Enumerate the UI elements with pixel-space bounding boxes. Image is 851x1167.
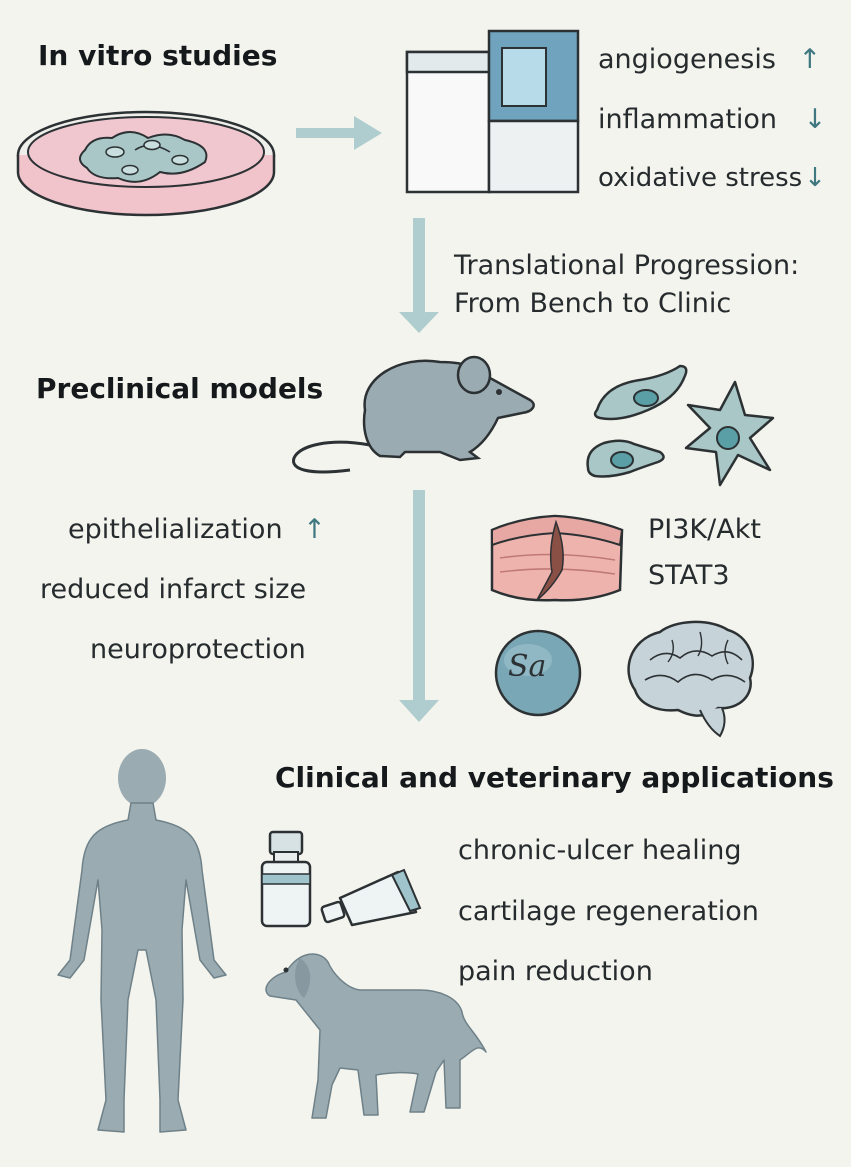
- assay-panel-icon: [405, 29, 580, 194]
- in-vitro-title: In vitro studies: [38, 39, 278, 72]
- sphere-icon: [494, 629, 582, 717]
- brain-icon: [627, 620, 755, 738]
- cell-icon: [586, 439, 665, 478]
- application-chronic-ulcer-healing: chronic-ulcer healing: [458, 835, 742, 866]
- flow-arrow-icon: [296, 116, 382, 150]
- effect-label: oxidative stress: [598, 163, 803, 193]
- cell-icon: [684, 380, 775, 487]
- effect-oxidative-stress: oxidative stress↓: [598, 163, 826, 194]
- outcome-reduced-infarct-size: reduced infarct size: [40, 574, 307, 605]
- clinical-title: Clinical and veterinary applications: [275, 761, 834, 794]
- application-pain-reduction: pain reduction: [458, 956, 653, 987]
- mouse-icon: [292, 355, 535, 474]
- up-arrow-icon: ↑: [303, 514, 326, 545]
- outcome-epithelialization: epithelialization ↑: [68, 514, 326, 545]
- outcome-label: epithelialization: [68, 514, 283, 545]
- ointment-tube-icon: [320, 868, 422, 927]
- cell-icon: [593, 364, 688, 421]
- outcome-neuroprotection: neuroprotection: [90, 634, 306, 665]
- effect-label: angiogenesis: [598, 44, 776, 75]
- progression-line-2: From Bench to Clinic: [454, 288, 732, 319]
- progression-line-1: Translational Progression:: [454, 250, 800, 281]
- preclinical-title: Preclinical models: [36, 372, 324, 405]
- flow-arrow-icon: [399, 490, 439, 722]
- sphere-label: Sa: [508, 649, 547, 684]
- up-arrow-icon: ↑: [798, 44, 822, 75]
- application-cartilage-regeneration: cartilage regeneration: [458, 896, 759, 927]
- human-figure-icon: [57, 749, 227, 1133]
- effect-angiogenesis: angiogenesis ↑: [598, 44, 821, 75]
- vial-icon: [260, 830, 312, 928]
- pathway-pi3k-akt: PI3K/Akt: [648, 514, 761, 545]
- down-arrow-icon: ↓: [804, 163, 826, 193]
- skin-tissue-icon: [490, 514, 624, 602]
- petri-dish-icon: [16, 110, 276, 217]
- down-arrow-icon: ↓: [803, 104, 827, 135]
- dog-icon: [265, 953, 487, 1119]
- flow-arrow-icon: [399, 218, 439, 333]
- effect-inflammation: inflammation ↓: [598, 104, 826, 135]
- effect-label: inflammation: [598, 104, 778, 135]
- pathway-stat3: STAT3: [648, 560, 730, 591]
